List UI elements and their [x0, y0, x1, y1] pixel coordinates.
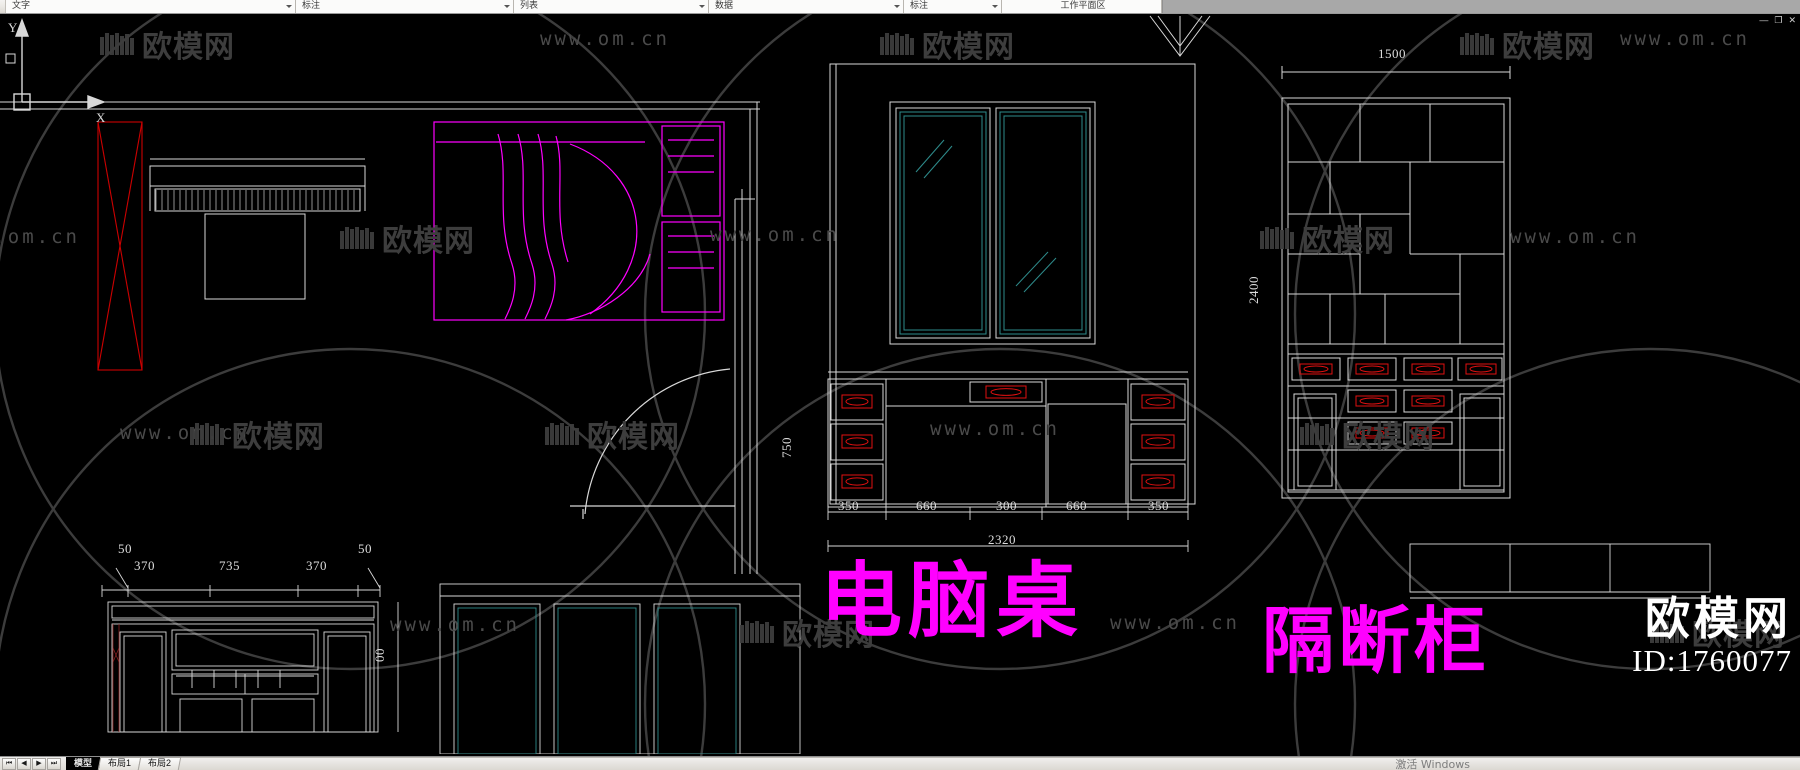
tab-model[interactable]: 模型 [66, 757, 101, 770]
nav-prev-button[interactable]: ◀ [17, 757, 31, 770]
toolbar-left-pad [0, 0, 6, 13]
chevron-down-icon[interactable] [286, 5, 292, 8]
tv-cabinet-drawing[interactable] [80, 554, 500, 734]
dim-350-right: 350 [1148, 498, 1169, 513]
text-style-combo-label: 文字 [12, 0, 31, 10]
tab-layout1-label: 布局1 [108, 758, 132, 768]
tab-model-label: 模型 [74, 757, 93, 768]
ucs-icon: Y X [8, 18, 106, 124]
ucs-x-label: X [96, 110, 106, 124]
bottom-right-drawing[interactable] [1400, 534, 1780, 654]
workspace-combo[interactable]: 工作平面区 [1002, 0, 1162, 13]
dim-370-left: 370 [134, 558, 155, 573]
restore-icon[interactable]: ❐ [1774, 15, 1783, 25]
computer-desk-drawing[interactable] [820, 54, 1240, 554]
nav-next-button[interactable]: ▶ [32, 757, 46, 770]
multileader-combo-label: 数据 [715, 0, 734, 10]
chevron-down-icon[interactable] [699, 5, 705, 8]
close-icon[interactable]: ✕ [1788, 15, 1796, 25]
table-style-combo-label: 列表 [520, 0, 539, 10]
chevron-down-icon[interactable] [894, 5, 900, 8]
bottom-middle-drawing[interactable] [430, 574, 850, 754]
dim-350-left: 350 [838, 498, 859, 513]
window-controls: — ❐ ✕ [1759, 14, 1796, 27]
dim-50-left: 50 [118, 541, 132, 556]
toolbar-empty-area [1162, 0, 1800, 13]
tab-layout2-label: 布局2 [148, 758, 172, 768]
dim-2400: 2400 [1246, 276, 1261, 304]
dim-1500: 1500 [1378, 46, 1406, 61]
plot-style-combo[interactable]: 标注 [904, 0, 1002, 13]
layout-tab-bar[interactable]: ⏮ ◀ ▶ ⏭ 模型 布局1 布局2 激活 Windows [0, 756, 1800, 770]
nav-last-button[interactable]: ⏭ [47, 757, 61, 770]
dim-00: 00 [372, 648, 387, 662]
text-style-combo[interactable]: 文字 [6, 0, 296, 13]
dimension-style-combo-label: 标注 [302, 0, 321, 10]
background-arcs [0, 14, 1800, 756]
dim-300: 300 [996, 498, 1017, 513]
dimension-style-combo[interactable]: 标注 [296, 0, 514, 13]
dim-370-right: 370 [306, 558, 327, 573]
layout-tabs[interactable]: 模型 布局1 布局2 [66, 756, 182, 770]
bedroom-plan-drawing[interactable] [0, 14, 820, 574]
dim-660-right: 660 [1066, 498, 1087, 513]
dim-660-left: 660 [916, 498, 937, 513]
dim-50-right: 50 [358, 541, 372, 556]
dim-2320: 2320 [988, 532, 1016, 547]
tab-nav-buttons[interactable]: ⏮ ◀ ▶ ⏭ [0, 757, 62, 770]
top-toolbar: 文字 标注 列表 数据 标注 工作平面区 [0, 0, 1800, 14]
dim-735: 735 [219, 558, 240, 573]
ucs-y-label: Y [8, 20, 18, 35]
workspace-combo-label: 工作平面区 [1060, 0, 1106, 10]
plot-style-combo-label: 标注 [910, 0, 929, 10]
multileader-combo[interactable]: 数据 [709, 0, 904, 13]
partition-cabinet-drawing[interactable] [1270, 54, 1590, 554]
minimize-icon[interactable]: — [1759, 15, 1769, 25]
tab-layout1[interactable]: 布局1 [97, 757, 142, 770]
nav-first-button[interactable]: ⏮ [2, 757, 16, 770]
chevron-down-icon[interactable] [504, 5, 510, 8]
table-style-combo[interactable]: 列表 [514, 0, 709, 13]
drawing-canvas[interactable]: 1500 2400 750 350 660 300 660 350 2320 5… [0, 14, 1800, 756]
activate-windows-notice: 激活 Windows [1395, 758, 1470, 770]
chevron-down-icon[interactable] [992, 5, 998, 8]
tab-bar-filler [179, 757, 1800, 770]
tab-layout2[interactable]: 布局2 [137, 757, 182, 770]
chevron-marker [1149, 15, 1211, 57]
dim-750: 750 [779, 437, 794, 458]
